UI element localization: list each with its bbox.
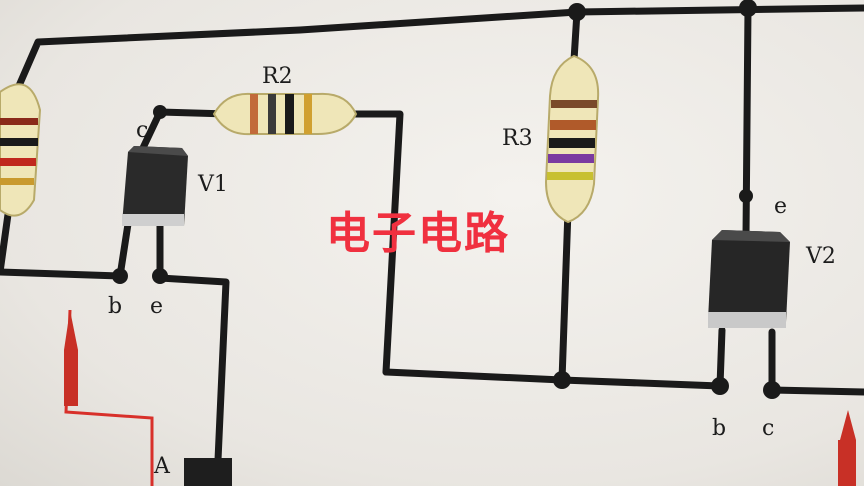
resistor-r2 [212, 92, 358, 136]
terminal-v1-b [112, 268, 128, 284]
bottom-component [184, 458, 232, 486]
v1-emitter-wire [156, 274, 230, 464]
junction-top-v2 [739, 0, 757, 17]
label-v1-b: b [108, 294, 123, 319]
probe-right [838, 410, 856, 486]
top-rail-wire [14, 4, 864, 92]
label-v2-b: b [712, 416, 727, 441]
terminal-v2-e [739, 189, 753, 203]
resistor-left-partial [0, 83, 42, 217]
terminal-v2-c [763, 381, 781, 399]
label-v2-c: c [762, 416, 775, 441]
transistor-v1 [122, 146, 188, 226]
label-r3: R3 [502, 126, 533, 151]
r2-right-wire [342, 110, 404, 376]
overlay-title: 电子电路 [326, 208, 510, 259]
label-v1-c: c [136, 118, 149, 143]
label-v2: V2 [806, 244, 836, 269]
v1-b-leg [116, 220, 132, 280]
resistor-r3 [544, 54, 600, 224]
label-v2-e: e [774, 194, 788, 219]
terminal-v1-c [153, 105, 167, 119]
label-r2: R2 [262, 64, 293, 89]
label-v1-e: e [150, 294, 164, 319]
v2-b-leg [716, 326, 726, 390]
bottom-rail-wire [382, 368, 724, 390]
label-v1: V1 [198, 172, 228, 197]
v1-base-wire [0, 268, 124, 280]
transistor-v2 [708, 230, 790, 328]
junction-bottom-r3 [553, 371, 571, 389]
probe-left [64, 309, 154, 486]
v2-collector-wire [768, 386, 864, 396]
r3-bottom-wire [558, 206, 572, 384]
junctions [112, 0, 781, 399]
terminal-v1-e [152, 268, 168, 284]
label-probe-a: A [154, 454, 170, 479]
junction-top-r3 [568, 3, 586, 21]
terminal-v2-b [711, 377, 729, 395]
